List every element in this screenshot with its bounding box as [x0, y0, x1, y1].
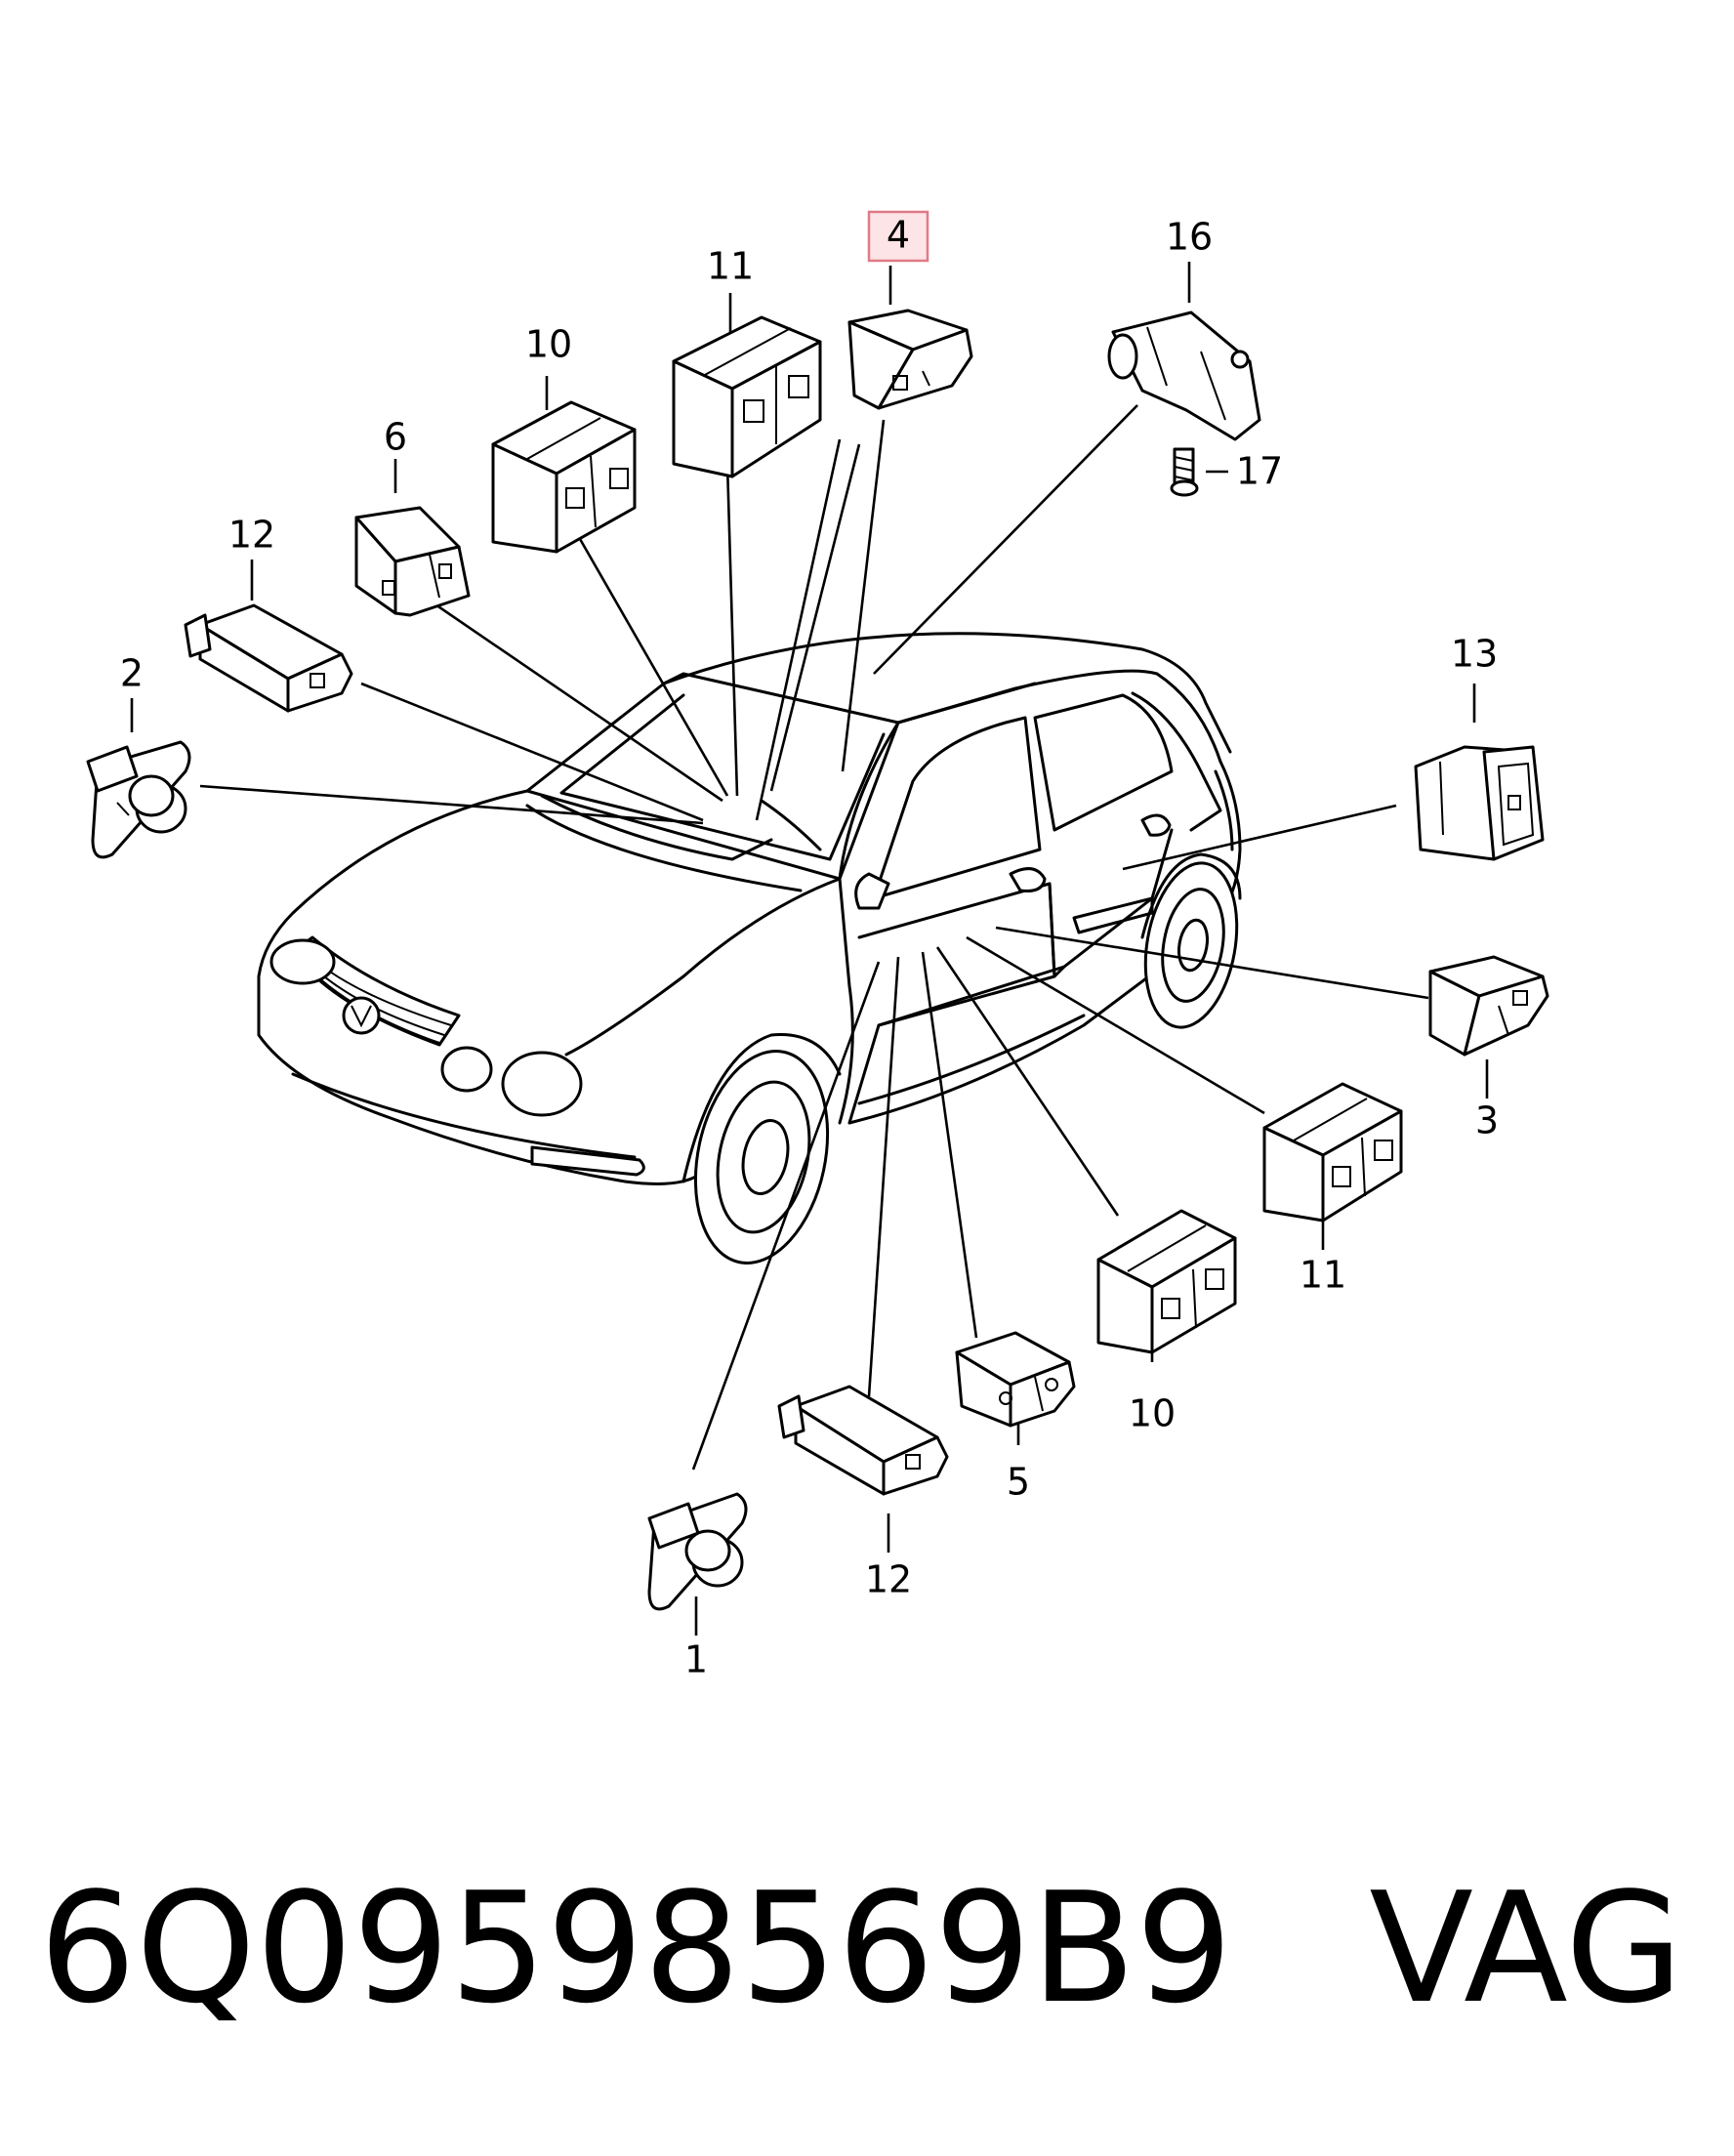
switch-part-13 — [1414, 745, 1545, 861]
switch-part-6 — [354, 506, 471, 617]
switch-part-10-lower — [1096, 1209, 1237, 1354]
callout-10-upper: 10 — [525, 323, 572, 366]
sensor-part-16 — [1107, 311, 1261, 441]
callout-3: 3 — [1475, 1099, 1499, 1142]
switch-part-5 — [955, 1331, 1076, 1428]
callout-11-lower: 11 — [1300, 1254, 1346, 1297]
mirror-adjust-switch-part-1 — [647, 1492, 748, 1611]
callout-12-upper: 12 — [228, 514, 275, 557]
switch-part-11-upper — [672, 315, 822, 478]
callout-10-lower: 10 — [1129, 1392, 1176, 1435]
callout-12-lower: 12 — [865, 1558, 912, 1601]
screw-part-17 — [1170, 447, 1199, 497]
switch-part-12-upper — [184, 603, 353, 713]
callout-4-highlight — [867, 210, 929, 263]
leader-lines — [130, 262, 1489, 1636]
switch-part-12-lower — [777, 1385, 949, 1496]
callout-5: 5 — [1007, 1461, 1030, 1504]
part-number: 6Q09598569B9 — [39, 1859, 1233, 2037]
part-number-caption: 6Q09598569B9 VAG — [39, 1850, 1699, 2046]
callout-4: 4 — [887, 214, 910, 257]
callout-16: 16 — [1166, 216, 1213, 259]
callout-6: 6 — [384, 416, 407, 459]
brand-label: VAG — [1369, 1859, 1683, 2037]
switch-part-10-upper — [491, 400, 637, 554]
switch-part-4 — [847, 309, 973, 410]
mirror-adjust-switch-part-2 — [86, 740, 191, 859]
callout-11-upper: 11 — [707, 245, 754, 288]
switch-part-11-lower — [1262, 1082, 1403, 1223]
callout-17: 17 — [1236, 450, 1283, 493]
callout-13: 13 — [1451, 633, 1498, 676]
callout-1: 1 — [684, 1638, 708, 1681]
callout-labels: 1 2 3 4 5 6 10 10 11 11 12 12 13 16 17 — [120, 214, 1499, 1681]
callout-2: 2 — [120, 652, 144, 695]
switch-part-3 — [1428, 955, 1549, 1057]
car-illustration — [257, 632, 1242, 1265]
